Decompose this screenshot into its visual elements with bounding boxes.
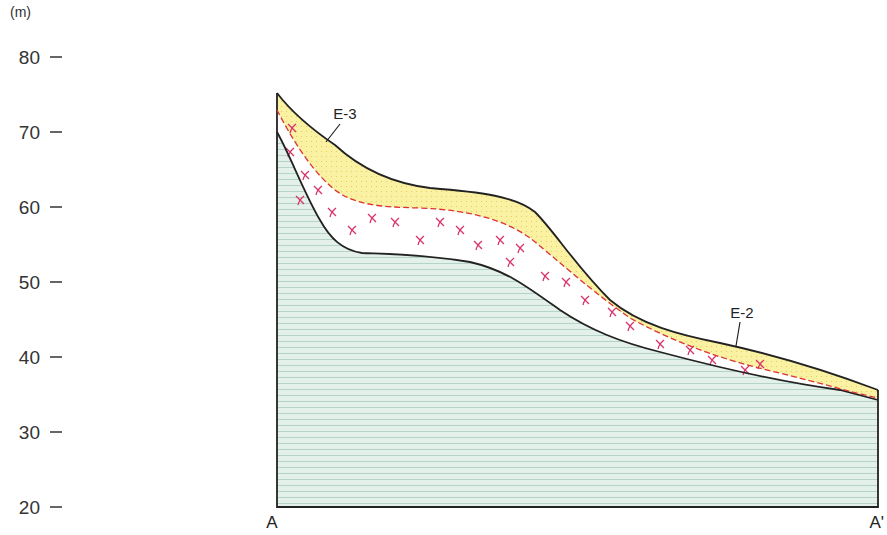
axis-tick: 70 — [19, 123, 40, 142]
weathering-mark — [288, 124, 296, 133]
section-end: A — [266, 514, 277, 531]
weathering-mark — [608, 308, 616, 317]
unit-name: E-2 — [730, 305, 753, 320]
weathering-mark — [328, 208, 336, 217]
weathered-zone — [277, 110, 878, 400]
weathering-mark — [391, 218, 399, 227]
weathering-mark — [314, 186, 322, 195]
weathering-mark — [301, 171, 309, 180]
y-axis — [50, 57, 62, 507]
axis-tick: 50 — [19, 273, 40, 292]
unit-name: E-3 — [333, 106, 356, 121]
unit-label: (m) — [10, 5, 31, 19]
weathering-mark — [516, 244, 524, 253]
axis-tick: 40 — [19, 348, 40, 367]
weathering-mark — [368, 214, 376, 223]
weathering-mark — [581, 296, 589, 305]
weathering-mark — [416, 236, 424, 245]
weathering-mark — [562, 278, 570, 287]
section-end: A' — [869, 514, 884, 531]
axis-tick: 80 — [19, 48, 40, 67]
leader-line — [736, 322, 740, 346]
weathering-mark — [348, 226, 356, 235]
weathering-mark — [496, 236, 504, 245]
axis-tick: 20 — [19, 498, 40, 517]
weathering-mark — [436, 218, 444, 227]
weathering-mark — [626, 322, 634, 331]
weathering-mark — [506, 258, 514, 267]
axis-tick: 30 — [19, 423, 40, 442]
weathering-mark — [656, 340, 664, 349]
axis-tick: 60 — [19, 198, 40, 217]
weathering-mark — [456, 226, 464, 235]
outlines — [277, 93, 878, 507]
leader-line — [326, 124, 340, 142]
weathering-mark — [296, 196, 304, 205]
boundary-dashed — [277, 110, 878, 398]
weathering-mark — [541, 272, 549, 281]
weathering-mark — [474, 241, 482, 250]
surface-deposit — [277, 93, 878, 398]
